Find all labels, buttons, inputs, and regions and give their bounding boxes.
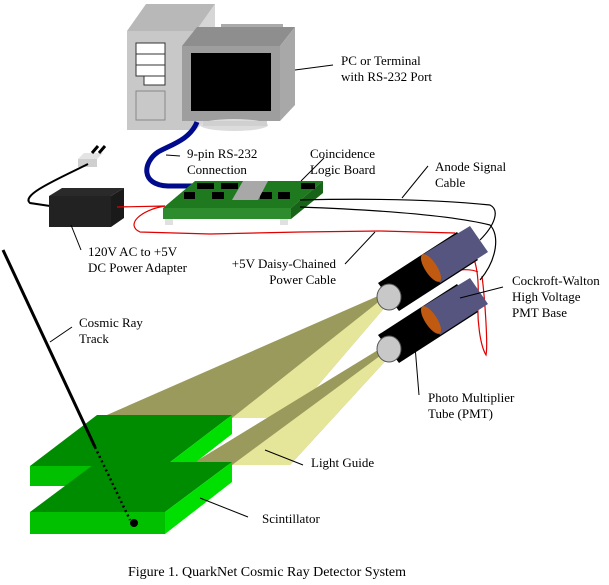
label-adapter-line2: DC Power Adapter [88,260,187,275]
figure-caption: Figure 1. QuarkNet Cosmic Ray Detector S… [128,565,407,580]
label-cockroft-line3: PMT Base [512,305,568,320]
drive-bays [135,42,166,86]
label-pc-line1: PC or Terminal [341,53,421,68]
label-pc: PC or Terminal with RS-232 Port [341,53,432,85]
ac-cord [27,163,89,207]
label-anode-line2: Cable [435,175,466,190]
monitor [182,24,295,131]
anode-signal-cable [299,198,496,241]
pmt-bottom [376,278,488,363]
label-anode-line1: Anode Signal [435,159,507,174]
wall-plug [78,145,107,167]
label-adapter-line1: 120V AC to +5V [88,244,178,259]
power-adapter [49,188,124,227]
label-rs232-line2: Connection [187,162,247,177]
label-cockroft-line1: Cockroft-Walton [512,273,600,288]
label-board-line2: Logic Board [310,162,376,177]
label-rs232-line1: 9-pin RS-232 [187,146,258,161]
label-cockroft-line2: High Voltage [512,289,581,304]
label-cosmic-line2: Track [79,331,109,346]
label-cosmic-line1: Cosmic Ray [79,315,143,330]
light-guide-top [100,292,398,418]
label-pc-line2: with RS-232 Port [341,69,433,84]
label-pmt-line2: Tube (PMT) [428,406,493,421]
label-light-guide-line1: Light Guide [311,455,375,470]
leader-lines [49,64,504,518]
label-scintillator-line1: Scintillator [262,511,320,526]
label-adapter: 120V AC to +5V DC Power Adapter [88,244,187,276]
serial-cable [144,120,200,189]
label-rs232: 9-pin RS-232 Connection [187,146,257,178]
label-pmt-line1: Photo Multiplier [428,390,515,405]
label-power-cable-line1: +5V Daisy-Chained [231,256,336,271]
label-scintillator: Scintillator [262,511,320,527]
scintillator-bottom [30,462,232,534]
label-power-cable: +5V Daisy-Chained Power Cable [226,256,336,288]
label-cockroft: Cockroft-Walton High Voltage PMT Base [512,273,600,321]
label-board: Coincidence Logic Board [310,146,375,178]
label-pmt: Photo Multiplier Tube (PMT) [428,390,514,422]
interaction-point [130,519,138,527]
pmt-top [376,226,488,311]
label-cosmic-ray: Cosmic Ray Track [79,315,143,347]
light-guide-bottom [190,345,400,465]
label-light-guide: Light Guide [311,455,374,471]
label-power-cable-line2: Power Cable [269,272,336,287]
label-board-line1: Coincidence [310,146,375,161]
cosmic-ray-track [1,249,97,448]
label-anode: Anode Signal Cable [435,159,506,191]
